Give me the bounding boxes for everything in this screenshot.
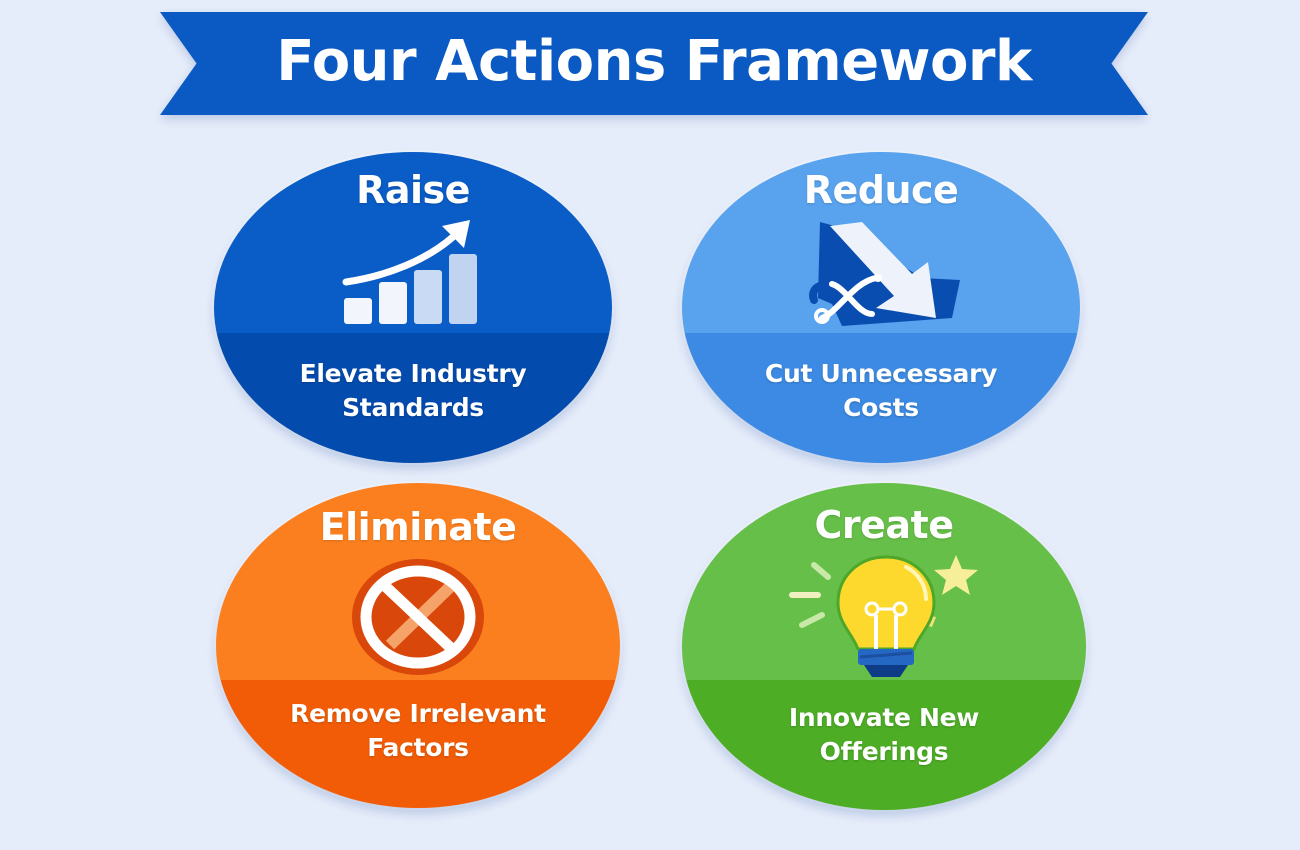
- card-reduce-description: Cut Unnecessary Costs: [764, 359, 998, 422]
- bar-chart-rising-arrow-icon: [342, 218, 487, 328]
- card-raise: Raise Elevate Industry Standards: [214, 152, 612, 463]
- card-create-band: [682, 680, 1086, 810]
- card-raise-title: Raise: [356, 168, 470, 212]
- prohibited-icon: [350, 557, 486, 677]
- scissors-down-arrow-icon: [802, 222, 962, 327]
- card-eliminate: Eliminate Remove Irrelevant Factors: [216, 483, 620, 808]
- card-raise-description: Elevate Industry Standards: [299, 359, 527, 422]
- card-reduce: Reduce Cut Unnecessary Costs: [682, 152, 1080, 463]
- card-reduce-band: [682, 333, 1080, 463]
- card-raise-top: [214, 152, 612, 333]
- card-eliminate-title: Eliminate: [319, 505, 517, 549]
- card-create: Create Innovate New Offerings: [682, 483, 1086, 810]
- card-eliminate-description: Remove Irrelevant Factors: [290, 699, 546, 762]
- card-raise-band: [214, 333, 612, 463]
- banner-ribbon: [160, 12, 1148, 115]
- card-reduce-title: Reduce: [803, 168, 959, 212]
- card-create-description: Innovate New Offerings: [788, 703, 980, 766]
- card-create-title: Create: [814, 503, 954, 547]
- title-banner: Four Actions Framework: [160, 12, 1148, 115]
- lightbulb-idea-icon: [786, 553, 986, 681]
- card-eliminate-band: [216, 680, 620, 808]
- page-title: Four Actions Framework: [276, 29, 1032, 94]
